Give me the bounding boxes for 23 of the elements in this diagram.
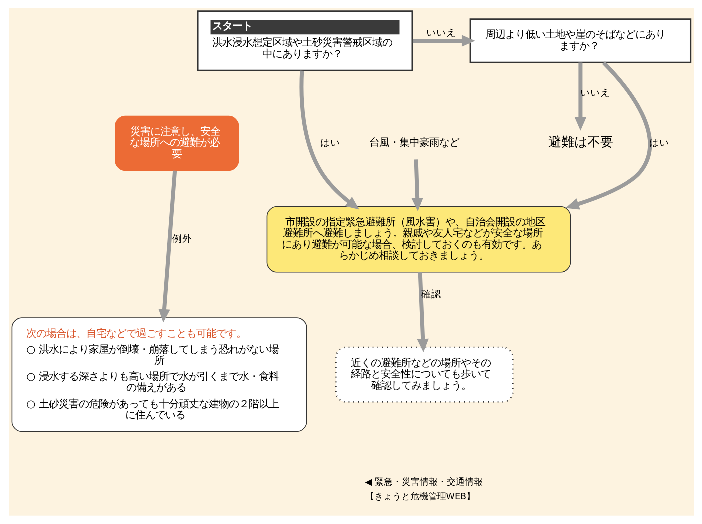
arrow [158, 170, 177, 323]
edge-label: いいえ [580, 88, 610, 99]
edge-label: いいえ [426, 28, 456, 39]
arrow [565, 61, 652, 210]
node-text: 避難は不要 [548, 136, 614, 151]
arrow [299, 70, 359, 210]
arrow [416, 272, 428, 352]
node-box: スタート 洪水浸水想定区域や土砂災害警戒区域の中にありますか？ [196, 10, 413, 72]
edge-label: はい [649, 138, 670, 149]
label: 【きょうと危機管理WEB】 [364, 492, 476, 503]
node-box: 市開設の指定緊急避難所（風水害）や、自治会開設の地区避難所へ避難しましょう。親戚や友人宅などが安全な場所にあり避難が可能な場合、検討しておくのも有効です。あらかじめ相談しておきましょう。 [266, 206, 571, 273]
label: ◀ 緊急・災害情報・交通情報 [364, 478, 482, 488]
node-box: 周辺より低い土地や崖のそばなどにありますか？ [469, 18, 692, 64]
edge-label: 例外 [172, 234, 192, 246]
edge-label: はい [320, 138, 340, 149]
arrow [574, 62, 586, 131]
edge-label: 確認 [420, 290, 441, 301]
node-box: 次の場合は、自宅などで過ごすことも可能です。 ○ 洪水により家屋が倒壊・崩落してしまう恐れがない場所 ○ 浸水する深さよりも高い場所で水が引くまで水・食料の備えがある ○ 土砂災害の危険があっても十分頑丈な建物の２階以上に住んでいる [11, 318, 307, 432]
arrow [412, 35, 475, 47]
node-text: 台風・集中豪雨など [368, 137, 459, 150]
arrow [411, 160, 423, 212]
node-box: 近くの避難所などの場所やその経路と安全性についても歩いて確認してみましょう。 [334, 346, 514, 403]
node-box: 災害に注意し、安全な場所への避難が必要 [114, 116, 239, 172]
